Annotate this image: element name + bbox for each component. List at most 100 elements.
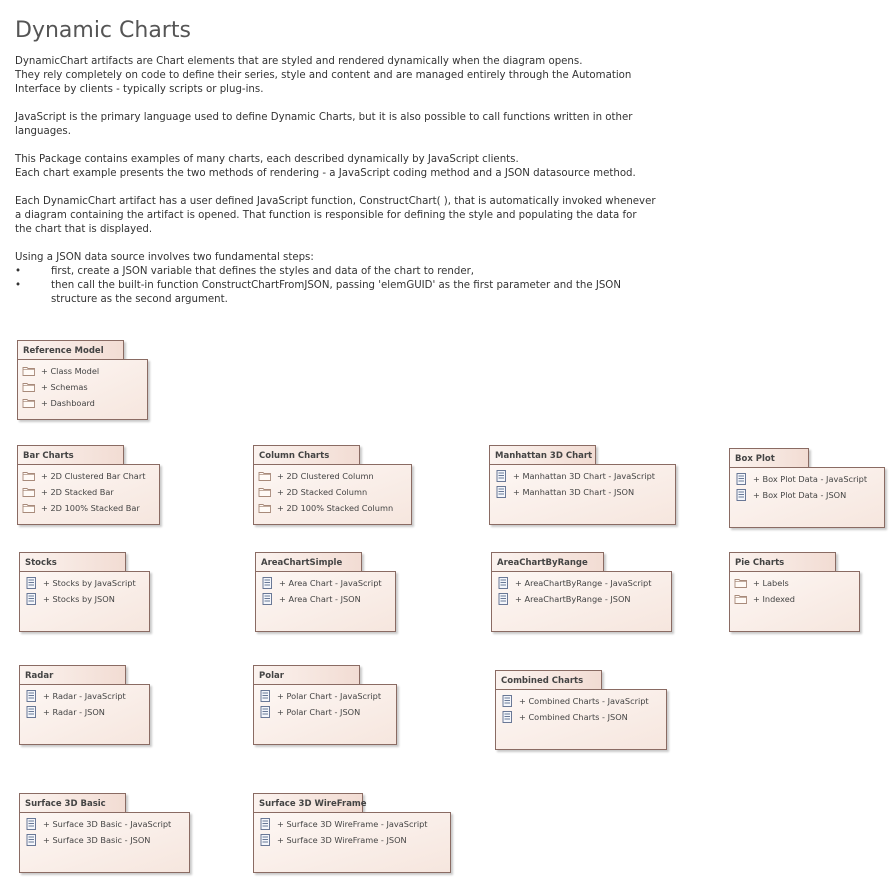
document-icon xyxy=(496,470,506,482)
package-item[interactable]: + Class Model xyxy=(18,363,147,379)
package-tab: Radar xyxy=(19,665,126,685)
package-item[interactable]: + Area Chart - JSON xyxy=(256,591,395,607)
package-item-label: + 2D 100% Stacked Column xyxy=(277,503,394,513)
package-item[interactable]: + Radar - JavaScript xyxy=(20,688,149,704)
package-item-label: + Radar - JSON xyxy=(43,707,105,717)
package-item[interactable]: + Stocks by JSON xyxy=(20,591,149,607)
document-icon xyxy=(502,695,512,707)
package-item[interactable]: + Manhattan 3D Chart - JSON xyxy=(490,484,675,500)
package-item[interactable]: + Stocks by JavaScript xyxy=(20,575,149,591)
package-item-label: + Area Chart - JavaScript xyxy=(279,578,382,588)
package-body: + Area Chart - JavaScript + Area Chart - … xyxy=(255,571,396,632)
package-item[interactable]: + 2D Clustered Bar Chart xyxy=(18,468,159,484)
package-item[interactable]: + Box Plot Data - JavaScript xyxy=(730,471,884,487)
package-item[interactable]: + Manhattan 3D Chart - JavaScript xyxy=(490,468,675,484)
document-icon xyxy=(260,834,270,846)
list-item-text: then call the built-in function Construc… xyxy=(51,280,621,305)
package-name: Bar Charts xyxy=(23,451,74,461)
page-title: Dynamic Charts xyxy=(15,18,191,43)
package-item[interactable]: + Polar Chart - JSON xyxy=(254,704,396,720)
package-item[interactable]: + Surface 3D WireFrame - JSON xyxy=(254,832,450,848)
package-item-label: + 2D Clustered Column xyxy=(277,471,374,481)
package-tab: AreaChartByRange xyxy=(491,552,604,572)
folder-icon xyxy=(734,595,747,604)
package-body: + 2D Clustered Bar Chart + 2D Stacked Bar… xyxy=(17,464,160,525)
package-body: + Combined Charts - JavaScript + Combined… xyxy=(495,689,667,750)
package-item-label: + Surface 3D WireFrame - JSON xyxy=(277,835,407,845)
document-icon xyxy=(26,593,36,605)
package-item-label: + Surface 3D Basic - JavaScript xyxy=(43,819,172,829)
package-body: + Class Model + Schemas + Dashboard xyxy=(17,359,148,420)
folder-icon xyxy=(22,399,35,408)
package-item-label: + Surface 3D WireFrame - JavaScript xyxy=(277,819,428,829)
package-item[interactable]: + 2D Stacked Column xyxy=(254,484,411,500)
document-icon xyxy=(26,690,36,702)
package-item-label: + Indexed xyxy=(753,594,795,604)
package-item-label: + Radar - JavaScript xyxy=(43,691,126,701)
folder-icon xyxy=(22,472,35,481)
folder-icon xyxy=(258,504,271,513)
package-body: + Stocks by JavaScript+ Stocks by JSON xyxy=(19,571,150,632)
package-body: + Box Plot Data - JavaScript + Box Plot D… xyxy=(729,467,885,528)
folder-icon xyxy=(734,579,747,588)
folder-icon xyxy=(22,488,35,497)
document-icon xyxy=(498,593,508,605)
package-tab: Surface 3D WireFrame xyxy=(253,793,367,813)
document-icon xyxy=(26,818,36,830)
package-item[interactable]: + Labels xyxy=(730,575,859,591)
document-icon xyxy=(498,577,508,589)
package-item[interactable]: + Surface 3D Basic - JSON xyxy=(20,832,189,848)
package-item[interactable]: + Schemas xyxy=(18,379,147,395)
package-name: Surface 3D Basic xyxy=(25,799,106,809)
package-item[interactable]: + Surface 3D Basic - JavaScript xyxy=(20,816,189,832)
package-body: + Surface 3D Basic - JavaScript + Surface… xyxy=(19,812,190,873)
package-item[interactable]: + Polar Chart - JavaScript xyxy=(254,688,396,704)
package-body: + Surface 3D WireFrame - JavaScript + Sur… xyxy=(253,812,451,873)
package-item-label: + AreaChartByRange - JavaScript xyxy=(515,578,652,588)
package-name: Manhattan 3D Chart xyxy=(495,451,593,461)
package-item[interactable]: + 2D Stacked Bar xyxy=(18,484,159,500)
package-item-label: + Schemas xyxy=(41,382,88,392)
package-item[interactable]: + Surface 3D WireFrame - JavaScript xyxy=(254,816,450,832)
package-name: Surface 3D WireFrame xyxy=(259,799,367,809)
list-item-text: first, create a JSON variable that defin… xyxy=(51,266,475,277)
package-item-label: + Combined Charts - JSON xyxy=(519,712,628,722)
document-icon xyxy=(262,593,272,605)
document-icon xyxy=(496,486,506,498)
package-tab: Pie Charts xyxy=(729,552,836,572)
package-item[interactable]: + Box Plot Data - JSON xyxy=(730,487,884,503)
folder-icon xyxy=(22,367,35,376)
package-item[interactable]: + Dashboard xyxy=(18,395,147,411)
package-item-label: + Box Plot Data - JavaScript xyxy=(753,474,868,484)
package-item[interactable]: + AreaChartByRange - JSON xyxy=(492,591,671,607)
package-item-label: + Box Plot Data - JSON xyxy=(753,490,847,500)
package-item-label: + Polar Chart - JSON xyxy=(277,707,361,717)
package-body: + Radar - JavaScript + Radar - JSON xyxy=(19,684,150,745)
description-paragraph: JavaScript is the primary language used … xyxy=(15,112,633,137)
package-item[interactable]: + AreaChartByRange - JavaScript xyxy=(492,575,671,591)
folder-icon xyxy=(22,383,35,392)
package-item[interactable]: + Indexed xyxy=(730,591,859,607)
package-name: Polar xyxy=(259,671,284,681)
package-item[interactable]: + Radar - JSON xyxy=(20,704,149,720)
package-name: AreaChartByRange xyxy=(497,558,588,568)
package-item[interactable]: + Area Chart - JavaScript xyxy=(256,575,395,591)
package-name: Reference Model xyxy=(23,346,104,356)
package-item[interactable]: + Combined Charts - JSON xyxy=(496,709,666,725)
package-tab: AreaChartSimple xyxy=(255,552,362,572)
document-icon xyxy=(26,577,36,589)
folder-icon xyxy=(258,472,271,481)
package-tab: Box Plot xyxy=(729,448,809,468)
package-item-label: + 2D Stacked Bar xyxy=(41,487,114,497)
package-item-label: + Dashboard xyxy=(41,398,95,408)
package-item-label: + Polar Chart - JavaScript xyxy=(277,691,382,701)
document-icon xyxy=(260,818,270,830)
package-item-label: + Manhattan 3D Chart - JSON xyxy=(513,487,635,497)
package-tab: Polar xyxy=(253,665,360,685)
package-item[interactable]: + 2D 100% Stacked Column xyxy=(254,500,411,516)
package-item-label: + 2D Stacked Column xyxy=(277,487,368,497)
package-item[interactable]: + Combined Charts - JavaScript xyxy=(496,693,666,709)
package-item[interactable]: + 2D Clustered Column xyxy=(254,468,411,484)
package-body: + AreaChartByRange - JavaScript + AreaCha… xyxy=(491,571,672,632)
package-item[interactable]: + 2D 100% Stacked Bar xyxy=(18,500,159,516)
